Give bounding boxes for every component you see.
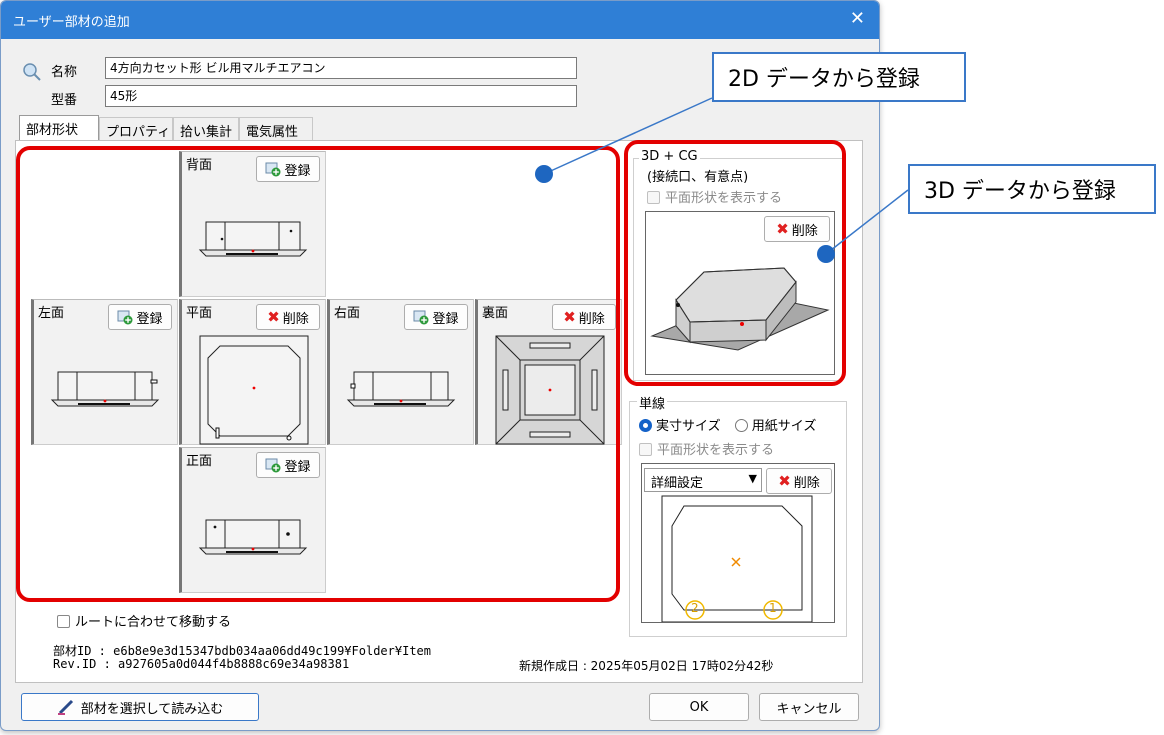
model-field[interactable]: 45形: [105, 85, 577, 107]
radio-dot: [639, 419, 652, 432]
view-label-front: 正面: [186, 454, 213, 469]
single-line-title: 単線: [637, 393, 668, 412]
dropdown-arrow-icon: ▼: [748, 472, 757, 485]
right-view-drawing: [346, 371, 456, 407]
register-icon: [413, 310, 429, 325]
radio-paper-label: 用紙サイズ: [751, 419, 817, 434]
view-cell-right: 右面 登録: [327, 299, 474, 445]
move-with-route-label: ルートに合わせて移動する: [75, 615, 232, 630]
cg-show-plan-label: 平面形状を表示する: [665, 191, 783, 206]
radio-dot: [734, 419, 748, 432]
3d-cg-highlight: [624, 140, 846, 386]
tab-part-shape[interactable]: 部材形状: [19, 115, 99, 141]
rev-id-text: Rev.ID : a927605a0d044f4b8888c69e34a9838…: [53, 657, 350, 671]
front-view-drawing: [198, 519, 308, 555]
delete-label: 削除: [793, 475, 820, 491]
view-cell-left: 左面 登録: [31, 299, 178, 445]
delete-label: 削除: [791, 223, 818, 239]
callout-3d-data: 3D データから登録: [908, 164, 1156, 214]
model-label: 型番: [51, 93, 78, 108]
ok-button[interactable]: OK: [649, 693, 749, 721]
callout-2d-data: 2D データから登録: [712, 52, 966, 102]
view-label-bottom: 裏面: [482, 306, 509, 321]
delete-icon: ✖: [563, 307, 576, 326]
view-cell-plan: 平面 ✖ 削除: [179, 299, 326, 445]
pencil-icon: [57, 699, 73, 715]
checkbox-box: [639, 443, 652, 456]
cg-show-plan-checkbox[interactable]: 平面形状を表示する: [647, 187, 782, 206]
tab-electrical[interactable]: 電気属性: [239, 117, 313, 141]
register-label: 登録: [136, 311, 163, 327]
connection-marker-1: 1: [769, 601, 777, 615]
cg-preview: ✖ 削除: [645, 211, 835, 375]
cg-delete-button[interactable]: ✖ 削除: [764, 216, 830, 242]
delete-label: 削除: [578, 311, 605, 327]
view-label-left: 左面: [38, 306, 65, 321]
delete-icon: ✖: [267, 307, 280, 326]
close-icon[interactable]: ✕: [849, 8, 865, 29]
tab-property[interactable]: プロパティ: [99, 117, 173, 141]
view-label-right: 右面: [334, 306, 361, 321]
single-line-delete-button[interactable]: ✖ 削除: [766, 468, 832, 494]
name-label: 名称: [51, 65, 78, 80]
register-label: 登録: [284, 163, 311, 179]
delete-icon: ✖: [778, 471, 791, 490]
part-search-icon: [23, 63, 41, 81]
single-line-show-plan-checkbox[interactable]: 平面形状を表示する: [639, 439, 774, 458]
radio-paper-size[interactable]: 用紙サイズ: [734, 419, 817, 434]
single-line-drawing: [661, 495, 813, 622]
cg-group-title: 3D + CG: [639, 149, 700, 164]
cancel-button[interactable]: キャンセル: [759, 693, 859, 721]
checkbox-box: [647, 191, 660, 204]
delete-label: 削除: [282, 311, 309, 327]
register-label: 登録: [284, 459, 311, 475]
register-icon: [265, 458, 281, 473]
dialog-title: ユーザー部材の追加: [13, 15, 130, 30]
delete-bottom-button[interactable]: ✖ 削除: [552, 304, 616, 330]
view-cell-front: 正面 登録: [179, 447, 326, 593]
size-radio-group: 実寸サイズ 用紙サイズ: [639, 415, 816, 434]
register-back-button[interactable]: 登録: [256, 156, 320, 182]
register-icon: [117, 310, 133, 325]
name-field[interactable]: 4方向カセット形 ビル用マルチエアコン: [105, 57, 577, 79]
single-line-show-plan-label: 平面形状を表示する: [657, 443, 775, 458]
delete-plan-button[interactable]: ✖ 削除: [256, 304, 320, 330]
cg-subtitle: (接続口、有意点): [647, 170, 749, 185]
view-cell-back: 背面 登録: [179, 151, 326, 297]
connection-marker-2: 2: [691, 601, 699, 615]
tab-takeoff[interactable]: 拾い集計: [173, 117, 239, 141]
single-line-group: [629, 401, 847, 637]
view-cell-bottom: 裏面 ✖ 削除: [475, 299, 622, 445]
move-with-route-checkbox[interactable]: ルートに合わせて移動する: [57, 611, 231, 630]
radio-actual-size[interactable]: 実寸サイズ: [639, 419, 721, 434]
register-icon: [265, 162, 281, 177]
load-part-button[interactable]: 部材を選択して読み込む: [21, 693, 259, 721]
plan-view-drawing: [199, 335, 309, 445]
detail-settings-value: 詳細設定: [651, 476, 704, 491]
delete-icon: ✖: [776, 219, 789, 238]
created-date-text: 新規作成日 : 2025年05月02日 17時02分42秒: [519, 659, 774, 673]
register-front-button[interactable]: 登録: [256, 452, 320, 478]
register-right-button[interactable]: 登録: [404, 304, 468, 330]
register-label: 登録: [432, 311, 459, 327]
load-part-label: 部材を選択して読み込む: [80, 701, 224, 717]
detail-settings-select[interactable]: 詳細設定 ▼: [644, 468, 762, 492]
bottom-view-drawing: [495, 335, 605, 445]
view-label-back: 背面: [186, 158, 213, 173]
left-view-drawing: [50, 371, 160, 407]
view-label-plan: 平面: [186, 306, 213, 321]
radio-actual-label: 実寸サイズ: [656, 419, 721, 434]
add-user-part-dialog: ユーザー部材の追加 ✕ 名称 4方向カセット形 ビル用マルチエアコン 型番 45…: [0, 0, 880, 731]
title-bar: ユーザー部材の追加 ✕: [1, 1, 879, 39]
single-line-preview: 2 1 詳細設定 ▼ ✖ 削除: [641, 463, 835, 623]
checkbox-box: [57, 615, 70, 628]
part-id-text: 部材ID : e6b8e9e3d15347bdb034aa06dd49c199¥…: [53, 644, 432, 658]
back-view-drawing: [198, 221, 308, 257]
2d-views-highlight: [16, 146, 620, 602]
cg-3d-model-drawing: [650, 267, 830, 351]
register-left-button[interactable]: 登録: [108, 304, 172, 330]
